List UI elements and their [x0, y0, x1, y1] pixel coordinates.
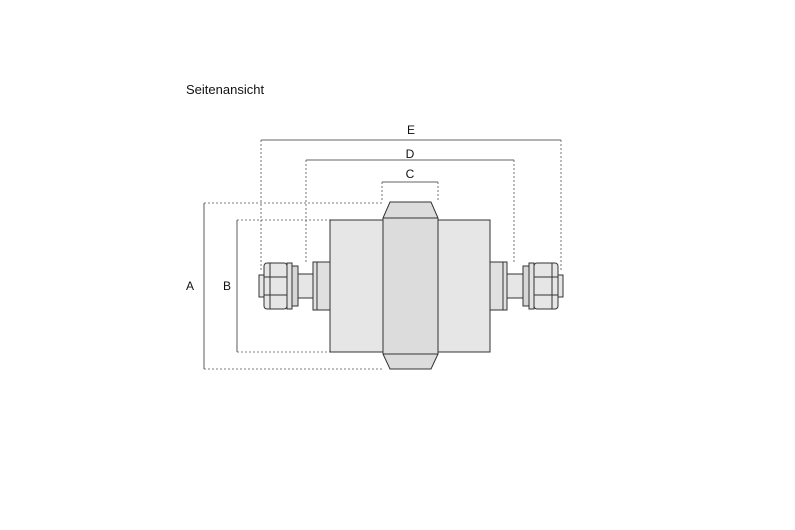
- dimension-d: D: [305, 147, 515, 262]
- dimension-a: A: [186, 202, 384, 370]
- right-washer-outer: [522, 265, 530, 307]
- right-collar: [489, 261, 508, 311]
- roller-part: [258, 201, 564, 370]
- dimension-e-label: E: [407, 123, 415, 137]
- dimension-b-label: B: [223, 279, 231, 293]
- dimension-a-label: A: [186, 279, 194, 293]
- left-washer: [286, 262, 293, 310]
- left-shaft: [297, 273, 314, 299]
- dimension-b: B: [223, 219, 330, 353]
- left-bolt-end: [258, 274, 265, 298]
- left-hex-nut: [263, 262, 288, 310]
- left-washer-outer: [291, 265, 299, 307]
- dimension-c-label: C: [406, 167, 415, 181]
- right-washer: [528, 262, 535, 310]
- left-collar: [312, 261, 331, 311]
- roller-flange: [382, 201, 439, 370]
- view-title: Seitenansicht: [186, 82, 265, 97]
- dimension-d-label: D: [406, 147, 415, 161]
- dimension-e: E: [260, 123, 562, 272]
- right-hex-nut: [533, 262, 559, 310]
- right-shaft: [506, 273, 524, 299]
- right-bolt-end: [557, 274, 564, 298]
- dimension-c: C: [381, 167, 439, 202]
